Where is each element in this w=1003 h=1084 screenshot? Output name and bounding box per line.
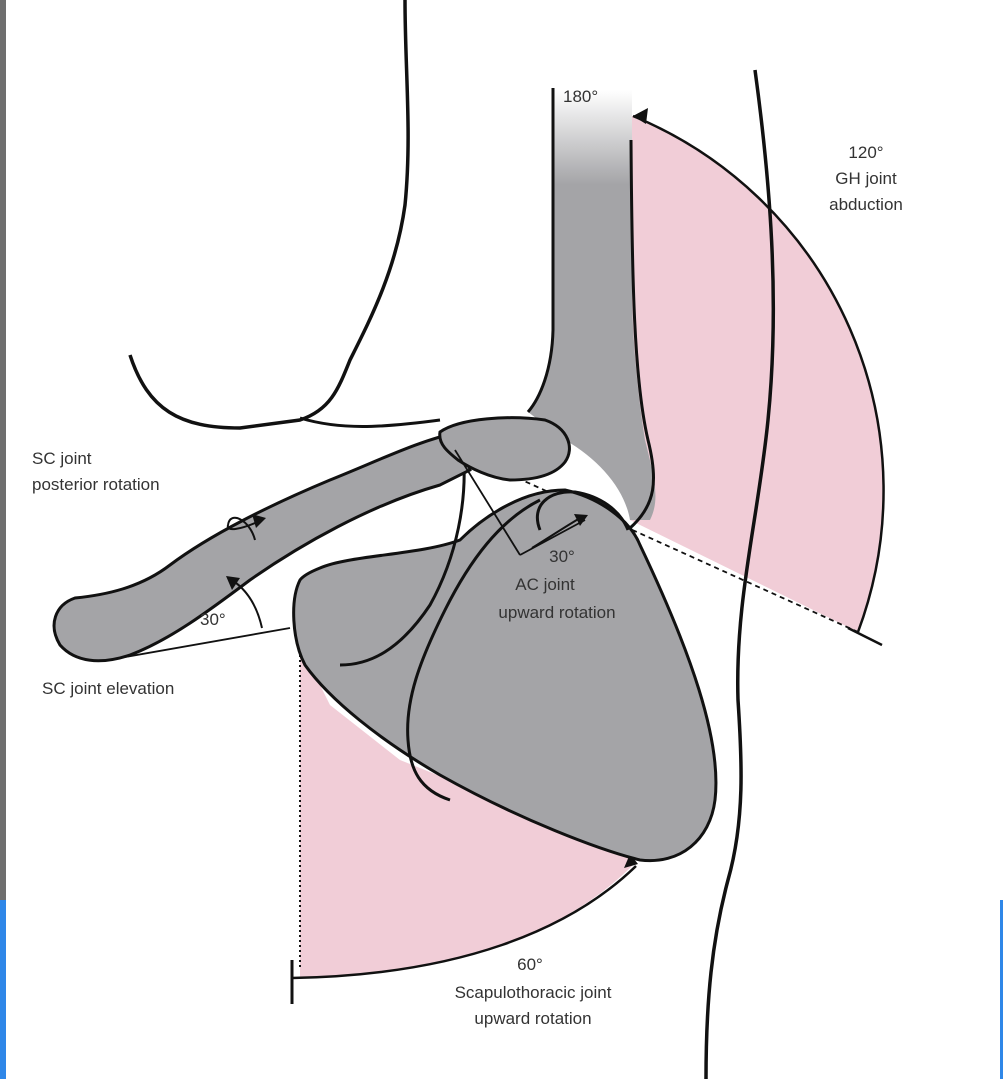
left-blue-border [0, 900, 6, 1079]
st-angle-label: 60° [517, 955, 543, 974]
sc-rot-label-line2: posterior rotation [32, 475, 160, 494]
sc-rot-label-line1: SC joint [32, 449, 92, 468]
gh-label-line2: abduction [829, 195, 903, 214]
sc-elev-angle-label: 30° [200, 610, 226, 629]
gh-tick [848, 628, 882, 645]
gh-angle-label: 120° [848, 143, 883, 162]
ac-angle-label: 30° [549, 547, 575, 566]
neck-contour [130, 0, 408, 428]
st-label-line2: upward rotation [474, 1009, 591, 1028]
st-label-line1: Scapulothoracic joint [455, 983, 612, 1002]
gh-label-line1: GH joint [835, 169, 897, 188]
ac-label-line2: upward rotation [498, 603, 615, 622]
shoulder-line [300, 418, 440, 427]
humerus-outline-left [528, 88, 553, 412]
total-angle-label: 180° [563, 87, 598, 106]
sc-elev-label: SC joint elevation [42, 679, 174, 698]
ac-label-line1: AC joint [515, 575, 575, 594]
gh-abduction-sector [630, 115, 883, 632]
